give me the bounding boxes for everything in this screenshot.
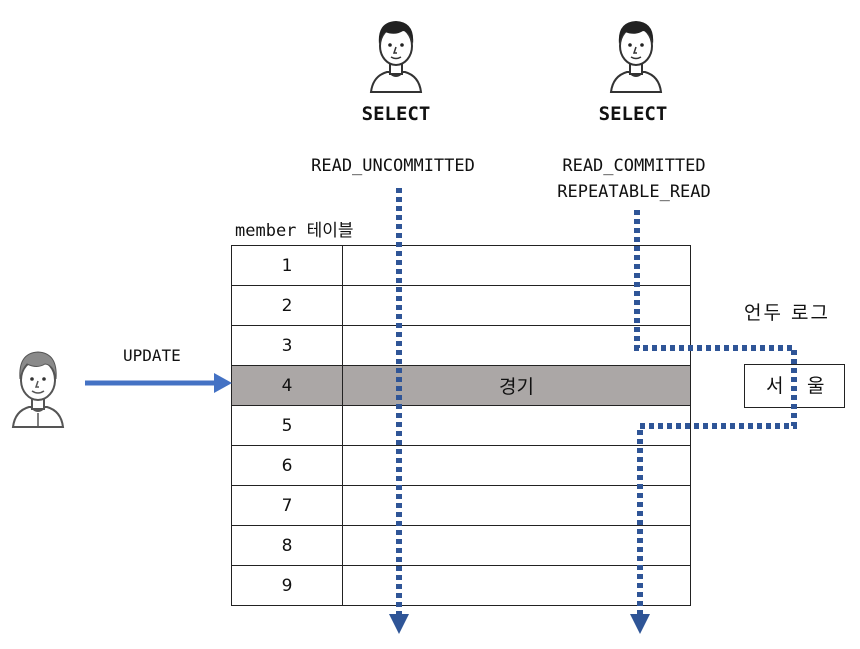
reader-2-action: SELECT xyxy=(598,103,668,125)
row-value xyxy=(343,526,690,565)
undo-log-value-right: 울 xyxy=(805,365,827,407)
undo-log-box: 서 울 xyxy=(744,364,845,408)
reader-1-avatar xyxy=(367,14,425,94)
table-row: 1 xyxy=(232,246,690,285)
table-row: 8 xyxy=(232,525,690,565)
row-id: 2 xyxy=(232,286,343,325)
row-id: 1 xyxy=(232,246,343,285)
row-id: 9 xyxy=(232,566,343,605)
reader-1-action: SELECT xyxy=(361,103,431,125)
row-value xyxy=(343,246,690,285)
row-id: 5 xyxy=(232,406,343,445)
table-row: 2 xyxy=(232,285,690,325)
undo-log-value-left: 서 xyxy=(764,365,786,407)
table-row: 9 xyxy=(232,565,690,605)
row-id: 7 xyxy=(232,486,343,525)
table-row: 6 xyxy=(232,445,690,485)
writer-action: UPDATE xyxy=(123,346,181,365)
row-id: 3 xyxy=(232,326,343,365)
row-value xyxy=(343,286,690,325)
reader-2-avatar xyxy=(607,14,665,94)
reader-2-isolation-level-1: READ_COMMITTED xyxy=(562,156,706,176)
row-value xyxy=(343,326,690,365)
table-row-updated: 4 경기 xyxy=(232,365,690,405)
row-id: 4 xyxy=(232,366,343,405)
reader-1-isolation-level: READ_UNCOMMITTED xyxy=(311,156,475,176)
member-table: 1 2 3 4 경기 5 6 7 8 9 xyxy=(231,245,691,606)
row-value xyxy=(343,486,690,525)
row-value: 경기 xyxy=(499,376,534,398)
row-id: 8 xyxy=(232,526,343,565)
undo-log-title: 언두 로그 xyxy=(744,302,830,324)
table-row: 5 xyxy=(232,405,690,445)
row-value xyxy=(343,566,690,605)
update-arrow xyxy=(85,373,232,393)
table-title: member 테이블 xyxy=(235,221,354,241)
reader-2-isolation-level-2: REPEATABLE_READ xyxy=(557,182,711,202)
row-value xyxy=(343,446,690,485)
row-value xyxy=(343,406,690,445)
row-id: 6 xyxy=(232,446,343,485)
table-row: 3 xyxy=(232,325,690,365)
writer-avatar xyxy=(9,347,67,429)
table-row: 7 xyxy=(232,485,690,525)
